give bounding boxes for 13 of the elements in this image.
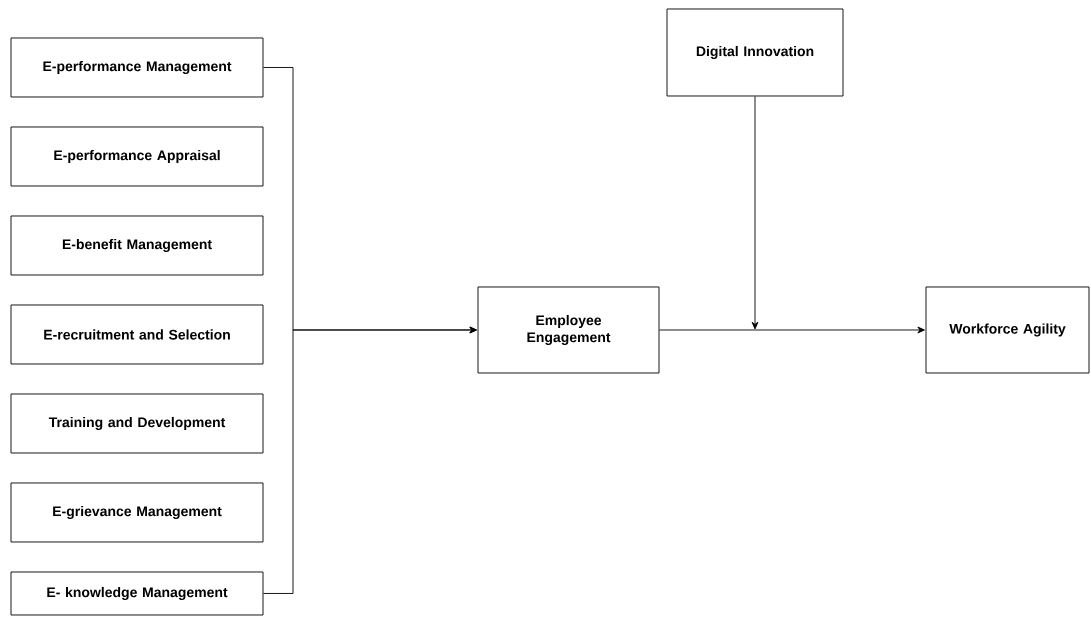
concept-box: E- knowledge Management: [10, 571, 264, 616]
concept-box: Digital Innovation: [666, 8, 844, 97]
concept-box: E-grievance Management: [10, 482, 264, 543]
arrow: [751, 96, 759, 330]
concept-box: E-benefit Management: [10, 215, 264, 276]
concept-box: E-recruitment and Selection: [10, 304, 264, 365]
concept-box: E-performance Management: [10, 37, 264, 98]
concept-box: Training and Development: [10, 393, 264, 454]
arrow: [659, 326, 925, 334]
concept-box: E-performance Appraisal: [10, 126, 264, 187]
concept-box: Workforce Agility: [925, 286, 1090, 374]
arrow: [263, 326, 477, 594]
concept-box: Employee Engagement: [477, 286, 660, 374]
